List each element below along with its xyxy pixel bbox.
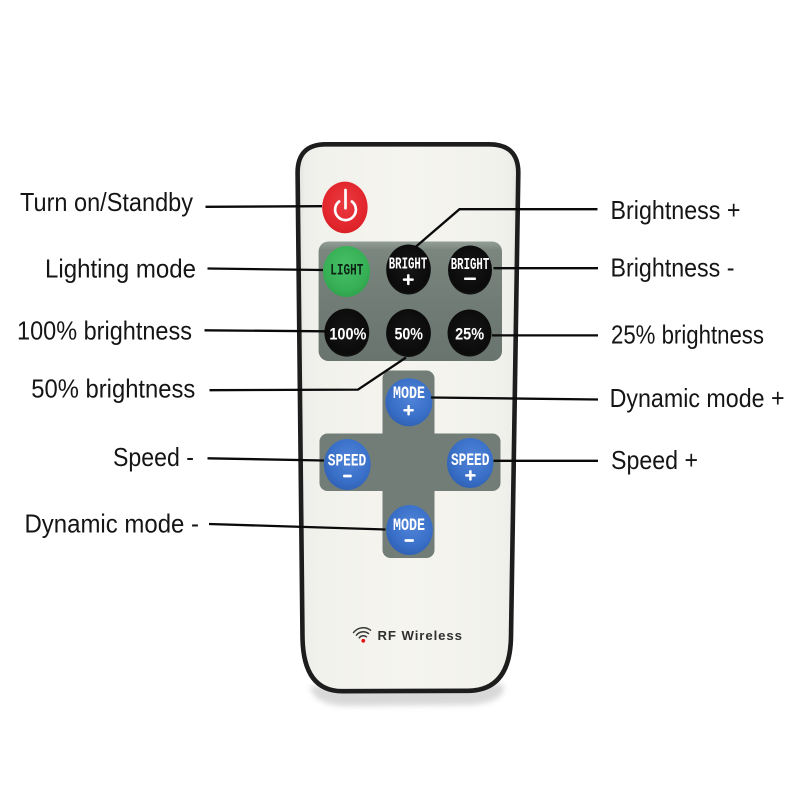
svg-text:Speed +: Speed + — [611, 445, 698, 475]
svg-text:RF Wireless: RF Wireless — [378, 628, 463, 643]
svg-text:50% brightness: 50% brightness — [31, 374, 195, 404]
svg-text:100%: 100% — [329, 325, 366, 343]
svg-text:Brightness -: Brightness - — [611, 253, 735, 283]
svg-text:LIGHT: LIGHT — [330, 261, 363, 279]
svg-text:MODE: MODE — [393, 384, 425, 404]
svg-text:BRIGHT: BRIGHT — [451, 256, 490, 275]
svg-text:Speed -: Speed - — [113, 442, 194, 472]
svg-text:25%: 25% — [455, 325, 484, 343]
svg-text:Lighting mode: Lighting mode — [45, 254, 196, 284]
svg-text:Brightness +: Brightness + — [611, 195, 741, 225]
svg-text:Turn on/Standby: Turn on/Standby — [20, 187, 193, 217]
svg-text:MODE: MODE — [393, 516, 425, 536]
svg-text:50%: 50% — [394, 325, 423, 343]
svg-text:Dynamic mode +: Dynamic mode + — [610, 383, 785, 413]
svg-text:SPEED: SPEED — [451, 451, 490, 471]
svg-text:Dynamic mode -: Dynamic mode - — [25, 509, 200, 539]
svg-text:BRIGHT: BRIGHT — [389, 256, 428, 275]
svg-text:SPEED: SPEED — [328, 452, 367, 472]
svg-text:25% brightness: 25% brightness — [611, 320, 764, 350]
svg-text:100% brightness: 100% brightness — [17, 316, 192, 346]
